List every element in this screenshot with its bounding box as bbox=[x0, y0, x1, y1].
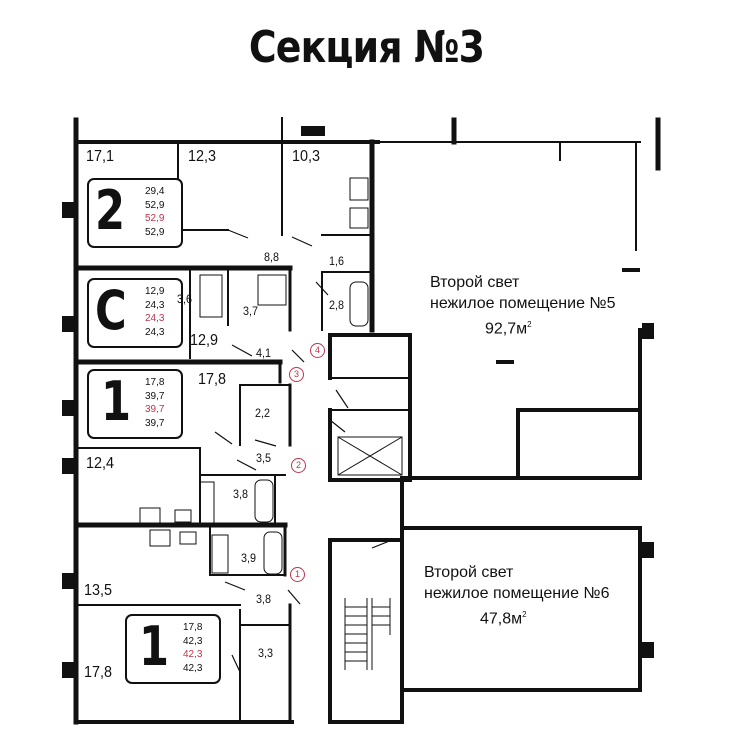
entrance-marker: 1 bbox=[290, 567, 305, 582]
apartment-type: 1 bbox=[101, 370, 132, 433]
room-area-label: 10,3 bbox=[292, 148, 321, 165]
area-total: 42,3 bbox=[183, 635, 203, 647]
commercial-area: 47,8м2 bbox=[480, 610, 527, 628]
commercial-line1: Второй свет bbox=[424, 564, 514, 581]
room-area-label: 12,9 bbox=[190, 332, 219, 349]
commercial-space-5[interactable]: Второй свет нежилое помещение №5 92,7м2 bbox=[405, 272, 630, 339]
apartment-card-3[interactable]: 1 17,8 39,7 39,7 39,7 bbox=[87, 369, 183, 439]
window-blocks bbox=[62, 126, 654, 678]
apartment-areas: 17,8 42,3 42,3 42,3 bbox=[183, 621, 202, 675]
area-full: 24,3 bbox=[145, 326, 165, 338]
commercial-line2: нежилое помещение №6 bbox=[424, 585, 610, 602]
area-full: 52,9 bbox=[145, 226, 165, 238]
room-area-label: 3,8 bbox=[256, 592, 272, 606]
room-area-label: 13,5 bbox=[84, 582, 113, 599]
area-total: 52,9 bbox=[145, 199, 165, 211]
area-full: 42,3 bbox=[183, 662, 203, 674]
commercial-area: 92,7м2 bbox=[485, 320, 532, 338]
commercial-line2: нежилое помещение №5 bbox=[430, 295, 616, 312]
commercial-line1: Второй свет bbox=[430, 274, 520, 291]
room-area-label: 3,6 bbox=[177, 292, 193, 306]
apartment-card-4[interactable]: 1 17,8 42,3 42,3 42,3 bbox=[125, 614, 221, 684]
door-swings bbox=[214, 229, 393, 673]
walls bbox=[73, 117, 661, 725]
commercial-space-6[interactable]: Второй свет нежилое помещение №6 47,8м2 bbox=[405, 562, 630, 629]
room-area-label: 2,8 bbox=[329, 298, 345, 312]
area-full: 39,7 bbox=[145, 417, 165, 429]
apartment-type: 1 bbox=[139, 615, 170, 678]
apartment-areas: 12,9 24,3 24,3 24,3 bbox=[145, 285, 164, 339]
room-area-label: 12,4 bbox=[86, 455, 115, 472]
apartment-areas: 17,8 39,7 39,7 39,7 bbox=[145, 376, 164, 430]
room-area-label: 3,7 bbox=[243, 304, 259, 318]
area-highlight: 24,3 bbox=[145, 313, 165, 324]
area-highlight: 39,7 bbox=[145, 404, 165, 415]
room-area-label: 17,8 bbox=[84, 664, 113, 681]
room-area-label: 12,3 bbox=[188, 148, 217, 165]
section-title: Секция №3 bbox=[248, 22, 485, 73]
area-total: 39,7 bbox=[145, 390, 165, 402]
room-area-label: 3,5 bbox=[256, 451, 272, 465]
room-area-label: 2,2 bbox=[255, 406, 271, 420]
area-living: 17,8 bbox=[145, 377, 165, 388]
apartment-card-2[interactable]: С 12,9 24,3 24,3 24,3 bbox=[87, 278, 183, 348]
room-area-label: 17,1 bbox=[86, 148, 115, 165]
apartment-card-1[interactable]: 2 29,4 52,9 52,9 52,9 bbox=[87, 178, 183, 248]
room-area-label: 3,8 bbox=[233, 487, 249, 501]
room-area-label: 17,8 bbox=[198, 371, 227, 388]
apartment-type: 2 bbox=[95, 179, 126, 242]
area-highlight: 42,3 bbox=[183, 649, 203, 660]
entrance-marker: 2 bbox=[291, 458, 306, 473]
entrance-marker: 3 bbox=[289, 367, 304, 382]
room-area-label: 4,1 bbox=[256, 346, 272, 360]
area-living: 29,4 bbox=[145, 186, 165, 197]
elevator-shaft bbox=[337, 436, 403, 476]
stairs bbox=[344, 598, 391, 670]
area-living: 12,9 bbox=[145, 286, 165, 297]
entrance-marker: 4 bbox=[310, 343, 325, 358]
area-living: 17,8 bbox=[183, 622, 203, 633]
area-highlight: 52,9 bbox=[145, 213, 165, 224]
room-area-label: 8,8 bbox=[264, 250, 280, 264]
apartment-areas: 29,4 52,9 52,9 52,9 bbox=[145, 185, 164, 239]
room-area-label: 3,9 bbox=[241, 551, 257, 565]
bathroom-fixtures bbox=[139, 177, 369, 575]
room-area-label: 3,3 bbox=[258, 646, 274, 660]
area-total: 24,3 bbox=[145, 299, 165, 311]
room-area-label: 1,6 bbox=[329, 254, 345, 268]
apartment-type: С bbox=[95, 279, 127, 342]
